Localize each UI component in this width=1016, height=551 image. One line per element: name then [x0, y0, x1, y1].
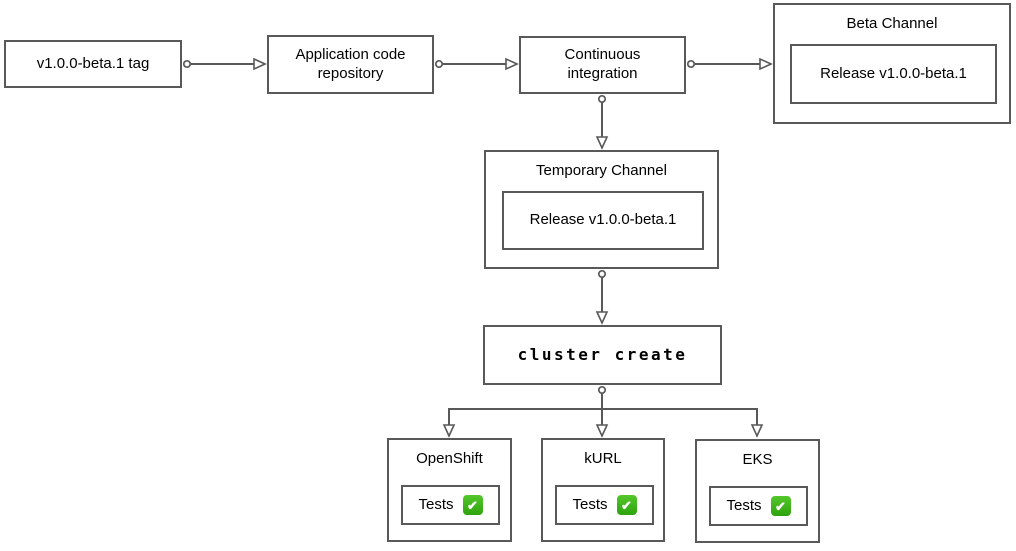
openshift-title: OpenShift	[416, 450, 483, 467]
check-mark-icon: ✔	[770, 496, 791, 516]
kurl-title: kURL	[584, 450, 622, 467]
node-continuous-integration-label: Continuous integration	[564, 46, 641, 82]
edge-cluster-create-to-eks	[602, 408, 757, 436]
group-kurl: kURL Tests ✔	[541, 438, 665, 542]
node-eks-tests: Tests ✔	[709, 486, 808, 526]
openshift-tests-label: Tests	[418, 495, 454, 513]
node-version-tag: v1.0.0-beta.1 tag	[4, 40, 182, 88]
node-beta-release-label: Release v1.0.0-beta.1	[820, 64, 967, 82]
node-temporary-release: Release v1.0.0-beta.1	[502, 191, 704, 250]
eks-title: EKS	[742, 451, 773, 468]
node-version-tag-label: v1.0.0-beta.1 tag	[36, 54, 150, 72]
check-mark-icon: ✔	[616, 495, 637, 515]
eks-tests-label: Tests	[726, 496, 762, 514]
node-cluster-create-label: cluster create	[517, 345, 688, 364]
node-openshift-tests: Tests ✔	[401, 485, 500, 525]
group-beta-channel: Beta Channel Release v1.0.0-beta.1	[773, 3, 1011, 124]
node-kurl-tests: Tests ✔	[555, 485, 654, 525]
group-openshift: OpenShift Tests ✔	[387, 438, 512, 542]
edge-cluster-create-to-openshift	[449, 408, 602, 436]
node-temporary-release-label: Release v1.0.0-beta.1	[529, 211, 677, 229]
beta-channel-title: Beta Channel	[846, 15, 938, 32]
group-eks: EKS Tests ✔	[695, 439, 820, 543]
kurl-tests-label: Tests	[572, 495, 608, 513]
node-beta-release: Release v1.0.0-beta.1	[790, 44, 997, 104]
node-application-code-repository-label: Application code repository	[295, 45, 406, 82]
node-application-code-repository: Application code repository	[267, 35, 434, 94]
node-cluster-create: cluster create	[483, 325, 722, 385]
check-mark-icon: ✔	[462, 495, 483, 515]
group-temporary-channel: Temporary Channel Release v1.0.0-beta.1	[484, 150, 719, 269]
temporary-channel-title: Temporary Channel	[536, 162, 667, 179]
node-continuous-integration: Continuous integration	[519, 36, 686, 94]
